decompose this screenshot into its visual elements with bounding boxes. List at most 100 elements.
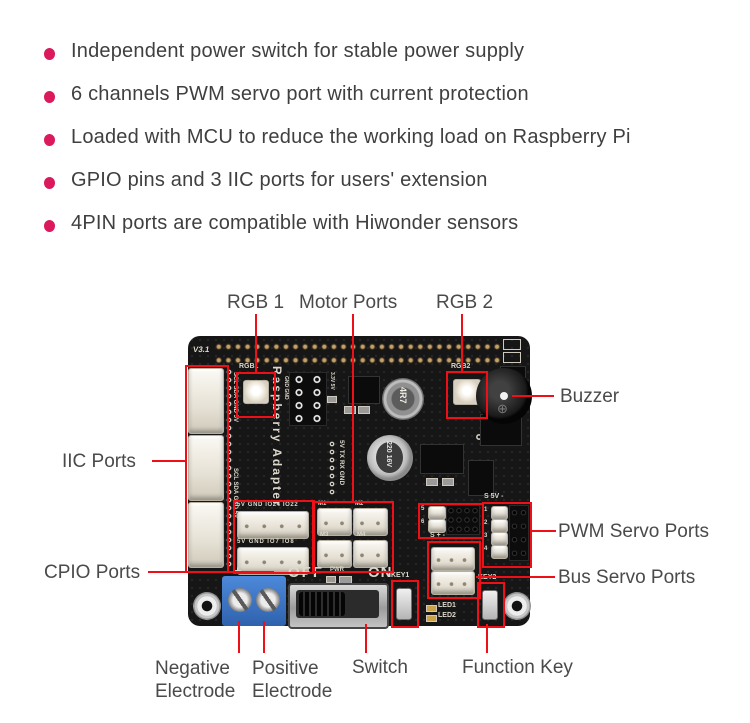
smd-component (503, 352, 521, 363)
version-silk: V3.1 (192, 345, 211, 354)
capacitor-top (376, 442, 403, 473)
m2-silk: M2 (355, 501, 364, 507)
smd-component (344, 406, 356, 414)
negative-electrode-line1: Negative (155, 658, 230, 679)
bullet-icon (44, 48, 55, 60)
minus-silk: - (263, 563, 267, 578)
feature-text: Independent power switch for stable powe… (71, 40, 525, 62)
capacitor-silk: 220 16V (385, 441, 392, 468)
cpio-ports-highlight-box (233, 500, 315, 574)
smd-component (503, 339, 521, 350)
negative-electrode-label: Negative Electrode (155, 657, 235, 703)
mounting-hole (503, 592, 531, 620)
feature-item: 4PIN ports are compatible with Hiwonder … (44, 212, 631, 240)
bullet-icon (44, 177, 55, 189)
pwm-header-silk: S 5V - (484, 493, 504, 500)
capacitor: 220 16V (367, 435, 413, 481)
smd-component (442, 478, 454, 486)
power-switch (288, 583, 389, 629)
feature-text: Loaded with MCU to reduce the working lo… (71, 126, 631, 148)
feature-list: Independent power switch for stable powe… (44, 40, 631, 255)
ic-chip (468, 460, 494, 496)
feature-text: GPIO pins and 3 IIC ports for users' ext… (71, 169, 488, 191)
rgb1-highlight-box (236, 372, 276, 418)
rgb1-silk: RGB1 (239, 363, 259, 370)
cpio-ports-leader-line (148, 571, 274, 573)
pwm-connector (428, 519, 446, 533)
uart-silk: 5V TX RX GND (338, 440, 345, 486)
key1-silk: KEY1 (391, 572, 410, 579)
buzzer-leader-line (512, 395, 554, 397)
pwm-n5-silk: 5 (421, 506, 425, 512)
iic-connector (188, 368, 224, 434)
bullet-icon (44, 220, 55, 232)
led1-silk: LED1 (438, 602, 456, 609)
buzzer-hole (500, 392, 508, 400)
female-header-2x4 (289, 372, 327, 426)
pwm-servo-ports-label: PWM Servo Ports (558, 521, 709, 542)
key2-highlight-box (477, 582, 505, 628)
rgb2-label: RGB 2 (436, 292, 494, 313)
pwm-connector (491, 545, 508, 559)
led2-silk: LED2 (438, 612, 456, 619)
iic-connector (188, 435, 224, 501)
iic-ports-leader-line (152, 460, 186, 462)
inductor: 4R7 (382, 378, 424, 420)
feature-item: Independent power switch for stable powe… (44, 40, 631, 68)
bus-servo-connector (431, 547, 475, 571)
function-key-label: Function Key (462, 657, 573, 678)
positive-screw (256, 588, 280, 612)
pwm-n6-silk: 6 (421, 519, 425, 525)
buzzer-label: Buzzer (560, 386, 620, 407)
motor-connector (317, 508, 352, 536)
key2-button (482, 590, 498, 620)
gpio-pin-header (214, 340, 504, 367)
positive-electrode-label: Positive Electrode (252, 657, 332, 703)
bus-servo-ports-label: Bus Servo Ports (558, 567, 696, 588)
pwm-n3-silk: 3 (484, 533, 488, 539)
m1-silk: M1 (318, 501, 327, 507)
m3-silk: M3 (320, 532, 329, 538)
mounting-hole (193, 592, 221, 620)
rgb1-leader-line (255, 314, 257, 373)
pwm-pin-header (446, 505, 480, 535)
positive-leader-line (263, 621, 265, 653)
inductor-silk: 4R7 (398, 387, 408, 404)
bus-servo-connector (431, 571, 475, 595)
rgb2-leader-line (461, 314, 463, 372)
smd-component (326, 576, 336, 583)
gnd-header-silk: GND GND (283, 376, 289, 400)
iic-ports-label: IIC Ports (62, 451, 136, 472)
cpio-connector (237, 547, 309, 575)
bullet-icon (44, 91, 55, 103)
negative-leader-line (238, 621, 240, 653)
power-terminal-block (222, 576, 286, 626)
smd-component (358, 406, 370, 414)
motor-ports-highlight-box (312, 501, 394, 573)
iic-pinout-silk: SCL SDA GND 5V (232, 468, 238, 519)
motor-connector (353, 508, 388, 536)
pwm-servo-leader-line (531, 530, 556, 532)
pwm-ports-highlight-box-right (482, 502, 532, 568)
m4-silk: M4 (357, 532, 366, 538)
iic-pinout-silk: SCL SDA GND 5V (232, 372, 238, 423)
pwm-ports-highlight-box-left (418, 503, 484, 539)
pwm-n4-silk: 4 (484, 546, 488, 552)
bus-ports-highlight-box (427, 541, 481, 599)
switch-slider (299, 592, 345, 616)
motor-connector (317, 540, 352, 568)
rgb1-label: RGB 1 (227, 292, 285, 313)
iic-ports-highlight-box (185, 365, 229, 573)
switch-leader-line (365, 624, 367, 653)
cpio-connector (237, 511, 309, 539)
motor-ports-leader-line (352, 314, 354, 503)
bullet-icon (44, 134, 55, 146)
feature-text: 4PIN ports are compatible with Hiwonder … (71, 212, 519, 234)
cpio-row1-silk: 5V GND IO24 IO22 (237, 502, 299, 508)
led2-component (426, 615, 437, 622)
board-name-silk: Raspberry Adapter (270, 366, 284, 508)
key1-button (396, 588, 412, 620)
feature-item: GPIO pins and 3 IIC ports for users' ext… (44, 169, 631, 197)
